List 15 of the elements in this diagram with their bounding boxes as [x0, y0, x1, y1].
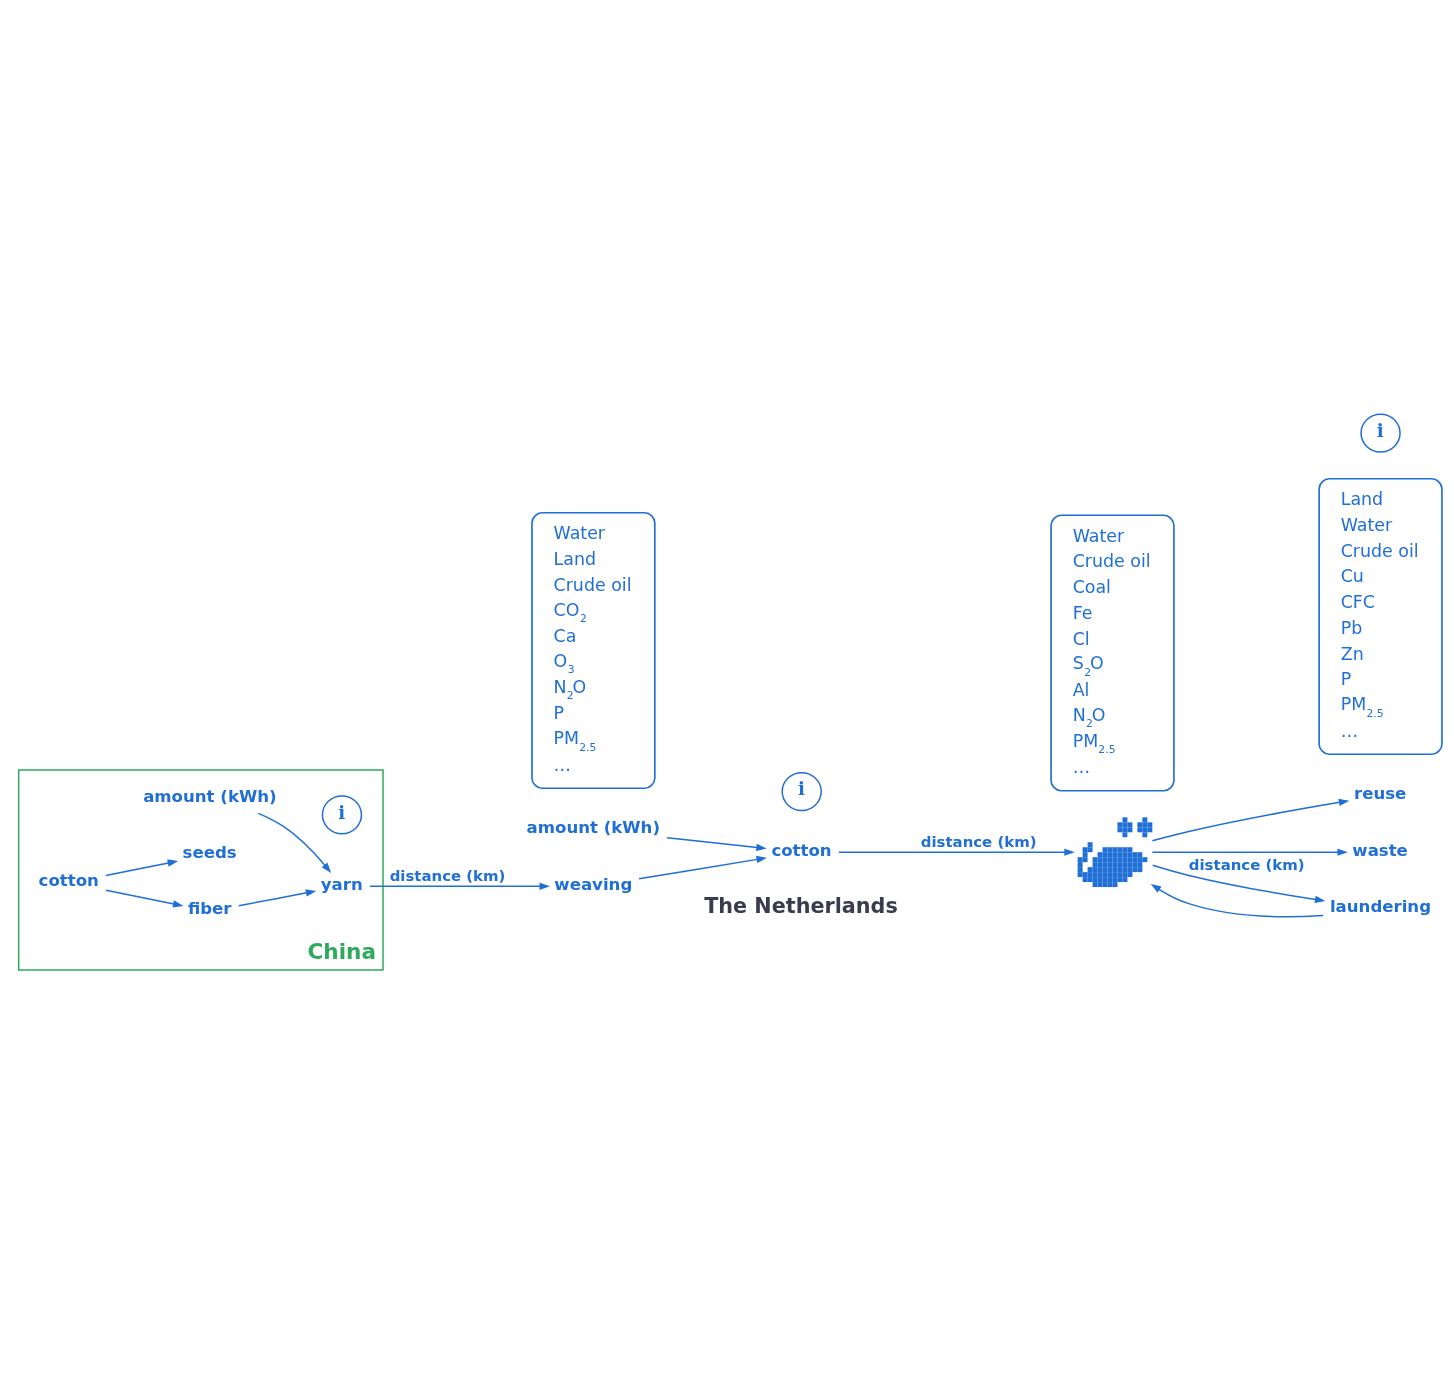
node-text: yarn — [320, 874, 363, 894]
node-text: waste — [1352, 840, 1408, 860]
node-text: fiber — [187, 898, 232, 918]
edge-label: distance (km) — [389, 866, 506, 885]
node-text: laundering — [1329, 896, 1432, 916]
node-text: amount (kWh) — [526, 817, 660, 837]
edge-label: distance (km) — [920, 832, 1037, 851]
node-text: reuse — [1353, 783, 1407, 803]
node-text: seeds — [182, 842, 237, 862]
node-text: amount (kWh) — [143, 786, 277, 806]
node-text: cotton — [771, 840, 832, 860]
edge-label: distance (km) — [1188, 855, 1305, 874]
node-text: weaving — [554, 874, 633, 894]
node-text: cotton — [38, 870, 99, 890]
label: The Netherlands — [704, 893, 898, 918]
